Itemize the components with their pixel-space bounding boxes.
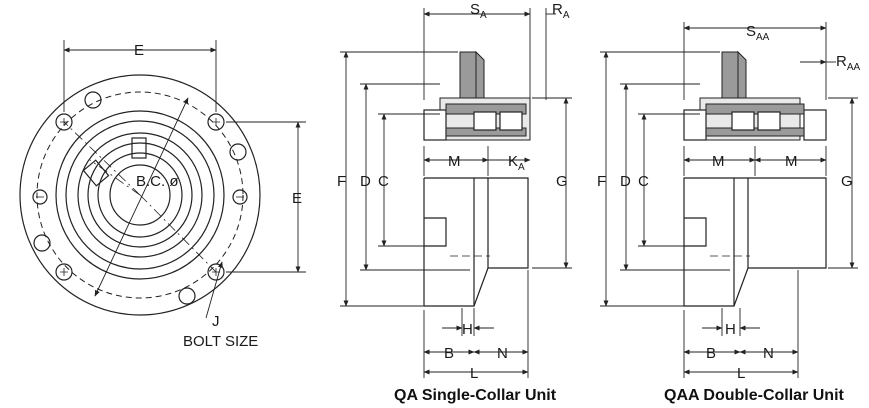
dim-label-e-right: E bbox=[292, 190, 302, 207]
dim-label-e-top: E bbox=[134, 42, 144, 59]
qa-label-b: B bbox=[444, 345, 454, 362]
qa-label-h: H bbox=[462, 321, 473, 338]
qa-label-s: SA bbox=[470, 1, 487, 21]
qa-label-g: G bbox=[556, 173, 568, 190]
qaa-label-h: H bbox=[725, 321, 736, 338]
qa-label-c: C bbox=[378, 173, 389, 190]
qaa-label-m2: M bbox=[785, 153, 798, 170]
qaa-label-c: C bbox=[638, 173, 649, 190]
qa-label-l: L bbox=[470, 365, 478, 382]
dim-label-j: J bbox=[212, 313, 220, 330]
qa-label-n: N bbox=[497, 345, 508, 362]
qaa-label-f: F bbox=[597, 173, 606, 190]
qaa-label-l: L bbox=[737, 365, 745, 382]
qaa-label-m1: M bbox=[712, 153, 725, 170]
dim-label-bc: B.C. ø bbox=[136, 173, 179, 190]
front-view bbox=[19, 40, 306, 319]
qa-label-d: D bbox=[360, 173, 371, 190]
qaa-label-b: B bbox=[706, 345, 716, 362]
qaa-section-view bbox=[600, 22, 858, 378]
qa-label-r: RA bbox=[552, 1, 570, 21]
qa-label-m: M bbox=[448, 153, 461, 170]
qa-label-f: F bbox=[337, 173, 346, 190]
qaa-label-n: N bbox=[763, 345, 774, 362]
qa-caption: QA Single-Collar Unit bbox=[394, 387, 557, 404]
qa-label-k: KA bbox=[508, 153, 525, 173]
qaa-caption: QAA Double-Collar Unit bbox=[664, 387, 845, 404]
qaa-label-g: G bbox=[841, 173, 853, 190]
qaa-label-d: D bbox=[620, 173, 631, 190]
bolt-size-label: BOLT SIZE bbox=[183, 333, 258, 350]
qa-section-view bbox=[340, 8, 572, 378]
qaa-label-r: RAA bbox=[836, 53, 861, 73]
qaa-label-s: SAA bbox=[746, 23, 770, 43]
